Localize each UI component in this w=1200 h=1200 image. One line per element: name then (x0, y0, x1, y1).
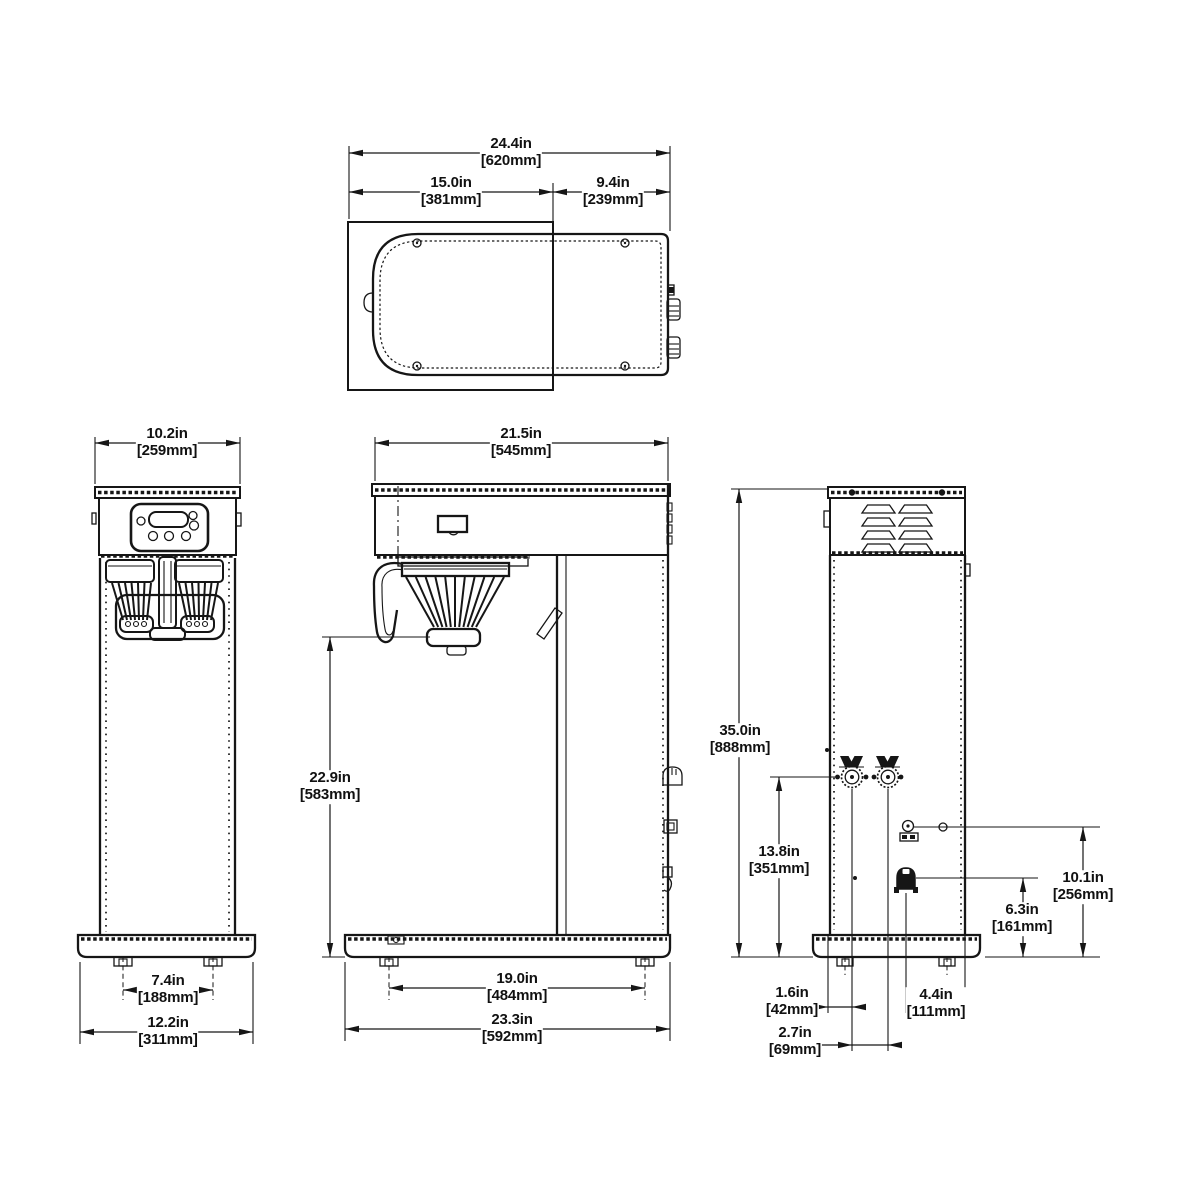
dim-inlet-height: 13.8in [351mm] (747, 843, 811, 878)
dim-value-mm: [351mm] (748, 860, 810, 877)
side-view (343, 483, 683, 1000)
display (148, 511, 189, 528)
rear-outlet-fitting (899, 819, 919, 842)
panel-button (147, 530, 159, 542)
front-base (76, 933, 257, 1000)
side-rear-fittings (662, 766, 683, 892)
rear-drain-fitting (894, 867, 918, 893)
dim-offset-center: 2.7in [69mm] (767, 1024, 823, 1059)
rear-view (811, 486, 982, 975)
dim-value-in: 9.4in (596, 174, 630, 192)
dim-value-mm: [69mm] (768, 1041, 822, 1058)
dim-value-mm: [620mm] (480, 152, 542, 169)
slot (436, 514, 469, 534)
front-view (76, 486, 257, 1000)
dim-value-in: 35.0in (719, 722, 761, 740)
dim-value-in: 22.9in (309, 769, 351, 787)
panel-button (188, 520, 200, 531)
top-rear-fittings (666, 284, 681, 359)
dim-top-body: 15.0in [381mm] (419, 174, 483, 209)
top-left-tab (363, 292, 374, 313)
dim-fitting-height-high: 10.1in [256mm] (1051, 869, 1115, 904)
dim-value-in: 6.3in (1005, 901, 1039, 919)
dim-side-clearance: 22.9in [583mm] (298, 769, 362, 804)
side-funnel (372, 556, 529, 656)
dim-side-feet: 19.0in [484mm] (485, 970, 549, 1005)
panel-button (136, 516, 146, 526)
dim-value-mm: [484mm] (486, 987, 548, 1004)
dim-value-in: 2.7in (778, 1024, 812, 1042)
dim-offset-right: 4.4in [111mm] (905, 986, 967, 1021)
dim-value-mm: [42mm] (765, 1001, 819, 1018)
dim-fitting-height-low: 6.3in [161mm] (990, 901, 1054, 936)
dim-value-in: 4.4in (919, 986, 953, 1004)
dim-front-base: 12.2in [311mm] (137, 1014, 199, 1049)
dim-value-mm: [888mm] (709, 739, 771, 756)
dim-top-overall: 24.4in [620mm] (479, 135, 543, 170)
dim-side-depth: 21.5in [545mm] (489, 425, 553, 460)
dim-value-in: 23.3in (491, 1011, 533, 1029)
funnel-ribs (405, 576, 505, 628)
dim-value-in: 10.1in (1062, 869, 1104, 887)
vent-grille (860, 504, 934, 553)
dim-value-mm: [592mm] (481, 1028, 543, 1045)
dim-value-in: 15.0in (430, 174, 472, 192)
dim-value-mm: [545mm] (490, 442, 552, 459)
panel-button (163, 530, 175, 542)
funnel-ribs-right (178, 582, 219, 621)
front-funnels (105, 556, 226, 641)
dim-top-overhang: 9.4in [239mm] (581, 174, 645, 209)
rear-view-dimensions (731, 488, 1100, 1051)
panel-button (188, 510, 198, 521)
dim-front-width: 10.2in [259mm] (135, 425, 199, 460)
rear-base (811, 933, 982, 975)
bracket (536, 607, 563, 640)
dim-value-mm: [259mm] (136, 442, 198, 459)
control-panel (129, 502, 210, 553)
side-base (343, 933, 672, 1000)
dim-offset-left: 1.6in [42mm] (764, 984, 820, 1019)
dim-value-in: 24.4in (490, 135, 532, 153)
dim-value-mm: [583mm] (299, 786, 361, 803)
dim-value-in: 1.6in (775, 984, 809, 1002)
dim-value-in: 21.5in (500, 425, 542, 443)
dim-value-in: 13.8in (758, 843, 800, 861)
dim-side-base: 23.3in [592mm] (480, 1011, 544, 1046)
top-view (347, 221, 681, 391)
dim-value-mm: [381mm] (420, 191, 482, 208)
dim-value-mm: [161mm] (991, 918, 1053, 935)
dim-value-in: 12.2in (147, 1014, 189, 1032)
dim-value-in: 19.0in (496, 970, 538, 988)
dim-value-mm: [239mm] (582, 191, 644, 208)
panel-button (180, 530, 192, 542)
dim-value-in: 10.2in (146, 425, 188, 443)
dim-overall-height: 35.0in [888mm] (708, 722, 772, 757)
dim-front-feet: 7.4in [188mm] (136, 972, 200, 1007)
funnel-ribs-left (111, 582, 152, 621)
dim-value-mm: [311mm] (138, 1031, 198, 1048)
dim-value-mm: [256mm] (1052, 886, 1114, 903)
dim-value-mm: [111mm] (906, 1003, 966, 1020)
funnel-handle (372, 561, 404, 644)
dim-value-in: 7.4in (151, 972, 185, 990)
top-screws (412, 238, 630, 371)
dim-value-mm: [188mm] (137, 989, 199, 1006)
water-inlet-fittings (835, 756, 904, 789)
